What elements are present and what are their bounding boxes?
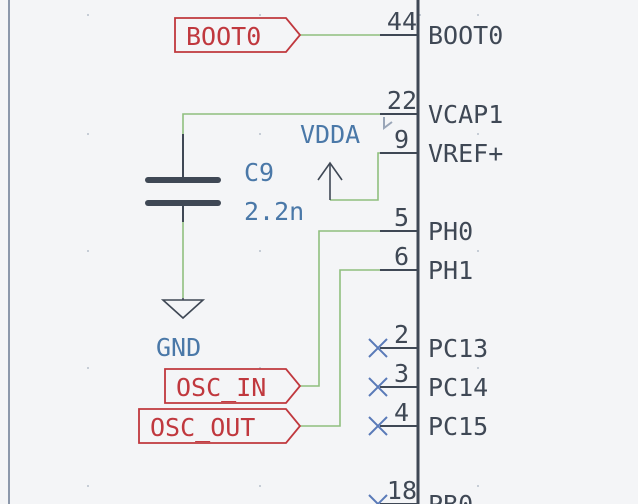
net-label-boot0[interactable]: BOOT0 <box>186 22 261 51</box>
no-connect-icon <box>368 338 388 358</box>
pin-name: PB0 <box>428 490 473 504</box>
wire-vcap1 <box>182 113 380 134</box>
net-label-osc-out[interactable]: OSC_OUT <box>150 413 255 442</box>
pin-name: PC13 <box>428 334 488 363</box>
pin-number: 18 <box>387 476 417 504</box>
pin-name: PC15 <box>428 412 488 441</box>
power-gnd-label: GND <box>156 333 201 362</box>
no-connect-markers <box>368 338 388 504</box>
gnd-symbol[interactable] <box>160 298 206 320</box>
wire-osc-in <box>300 230 380 387</box>
pin-name: PH0 <box>428 217 473 246</box>
no-connect-icon <box>368 377 388 397</box>
net-label-osc-out-shape <box>138 408 302 444</box>
no-connect-icon <box>368 416 388 436</box>
power-vdda-label: VDDA <box>300 120 360 149</box>
pin-number: 5 <box>394 203 409 232</box>
pin-name: VCAP1 <box>428 100 503 129</box>
net-label-osc-in-shape <box>164 368 302 404</box>
net-label-shapes <box>138 17 302 444</box>
pin-number: 22 <box>387 86 417 115</box>
pin-number: 9 <box>394 125 409 154</box>
cursor-mark-icon <box>383 117 393 130</box>
capacitor-ref-label: C9 <box>244 158 274 187</box>
pin-name: VREF+ <box>428 139 503 168</box>
pin-number: 3 <box>394 359 409 388</box>
pin-number: 2 <box>394 320 409 349</box>
vdda-arrow-icon[interactable] <box>317 161 343 200</box>
capacitor-c9[interactable] <box>145 134 221 222</box>
grid-dots <box>87 14 479 487</box>
wires <box>182 34 380 427</box>
pin-lines <box>380 34 418 504</box>
pin-number: 44 <box>387 7 417 36</box>
pin-name: PC14 <box>428 373 488 402</box>
net-label-boot0-shape <box>174 17 302 53</box>
pin-number: 4 <box>394 398 409 427</box>
net-label-osc-in[interactable]: OSC_IN <box>176 373 266 402</box>
wire-vdda <box>330 152 380 201</box>
pin-number: 6 <box>394 242 409 271</box>
capacitor-value-label: 2.2n <box>244 197 304 226</box>
pin-name: PH1 <box>428 256 473 285</box>
wire-osc-out <box>300 269 380 427</box>
pin-name: BOOT0 <box>428 21 503 50</box>
no-connect-icon <box>368 494 388 504</box>
